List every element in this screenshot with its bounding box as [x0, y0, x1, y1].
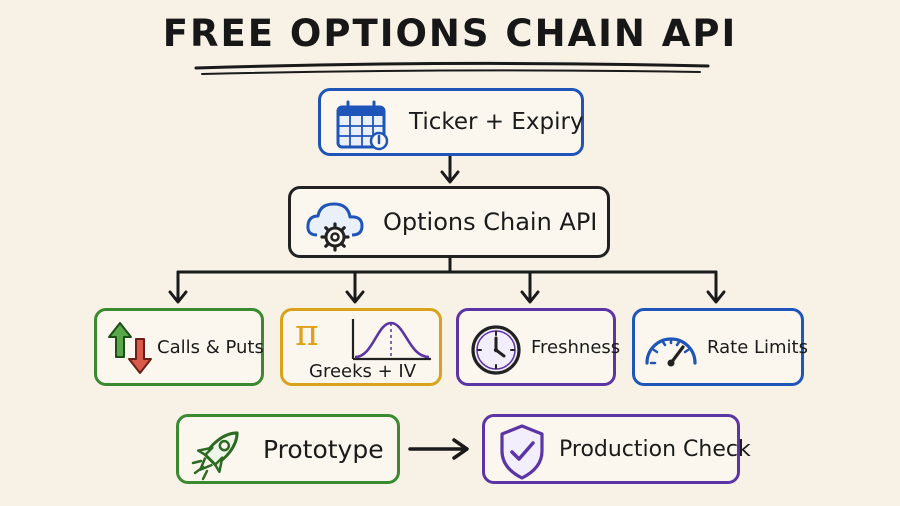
- calendar-icon: [336, 100, 389, 151]
- speedometer-icon: [645, 337, 697, 367]
- node-ticker-expiry: Ticker + Expiry: [318, 88, 584, 156]
- page-title: FREE OPTIONS CHAIN API: [162, 12, 738, 55]
- node-production-check: Production Check: [482, 414, 751, 484]
- node-prototype: Prototype: [176, 414, 400, 484]
- node-freshness: Freshness: [456, 308, 620, 386]
- node-options-chain-api-label: Options Chain API: [383, 208, 598, 236]
- clock-icon: [471, 325, 521, 375]
- up-down-arrows-icon: [108, 322, 152, 374]
- bell-curve-icon: [351, 319, 431, 361]
- node-calls-puts-label: Calls & Puts: [157, 336, 264, 358]
- node-prototype-label: Prototype: [263, 434, 384, 464]
- branch-connector: [176, 256, 718, 274]
- node-options-chain-api: Options Chain API: [288, 186, 610, 258]
- cloud-gear-icon: [306, 202, 364, 252]
- node-calls-puts: Calls & Puts: [94, 308, 264, 386]
- node-production-check-label: Production Check: [559, 436, 751, 462]
- node-rate-limits-label: Rate Limits: [707, 336, 808, 358]
- pi-symbol: π: [295, 313, 319, 354]
- node-freshness-label: Freshness: [531, 336, 621, 358]
- node-greeks-iv-label: Greeks + IV: [309, 361, 417, 382]
- node-ticker-expiry-label: Ticker + Expiry: [409, 109, 584, 135]
- node-rate-limits: Rate Limits: [632, 308, 808, 386]
- title-underline: [194, 61, 710, 70]
- rocket-icon: [191, 431, 239, 481]
- node-greeks-iv: π Greeks + IV: [280, 308, 442, 386]
- shield-check-icon: [500, 424, 544, 480]
